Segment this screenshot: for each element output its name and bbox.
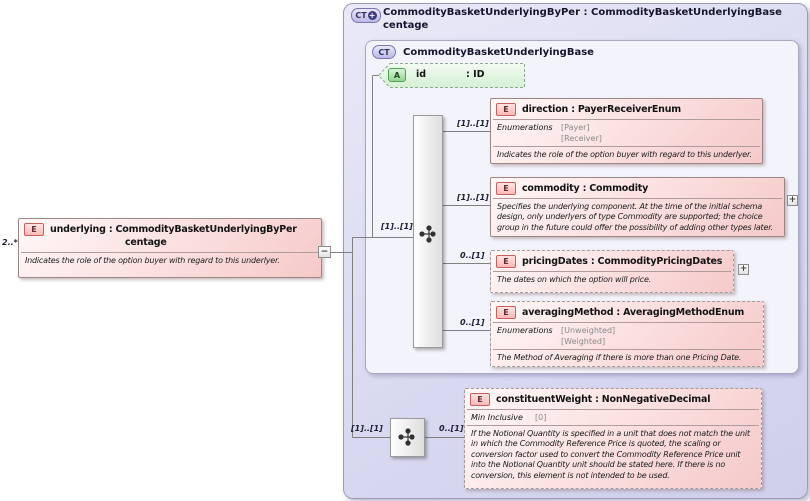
element-doc: Indicates the role of the option buyer w… [497, 150, 752, 159]
element-doc: If the Notional Quantity is specified in… [471, 429, 750, 480]
facet-values: [Payer] [Receiver] [561, 122, 602, 144]
element-title-line2: centage [125, 237, 167, 248]
element-direction-title: direction : PayerReceiverEnum [522, 104, 681, 115]
attribute-id-box[interactable]: A id : ID [378, 63, 525, 88]
sequence-indicator-base[interactable] [413, 115, 443, 348]
sequence-icon [419, 225, 436, 243]
outer-type-title-line2: centage [383, 20, 429, 31]
complextype-icon: CT [372, 45, 396, 59]
cardinality-pricingdates: 0..[1] [460, 251, 485, 260]
sequence-icon [398, 428, 415, 446]
facet-value: [Receiver] [561, 134, 602, 143]
cardinality-constituentweight: 0..[1] [439, 424, 464, 433]
separator [493, 271, 731, 272]
element-title-line1: underlying : CommodityBasketUnderlyingBy… [50, 224, 297, 235]
expand-button-commodity[interactable]: + [787, 195, 798, 206]
element-icon: E [496, 182, 516, 195]
element-doc: Indicates the role of the option buyer w… [25, 256, 280, 265]
expand-button-pricingdates[interactable]: + [738, 264, 749, 275]
separator [21, 252, 319, 253]
cardinality-base-sequence: [1]..[1] [381, 222, 413, 231]
facet-label: Min Inclusive [471, 413, 523, 422]
base-type-title: CommodityBasketUnderlyingBase [403, 47, 594, 58]
cardinality-underlying: 2..* [2, 238, 18, 247]
separator [467, 409, 759, 410]
attribute-icon: A [388, 68, 406, 82]
element-commodity-box[interactable]: E commodity : Commodity Specifies the un… [490, 177, 785, 238]
element-doc: The Method of Averaging if there is more… [497, 353, 742, 362]
separator [493, 322, 761, 323]
element-icon: E [24, 223, 44, 236]
collapse-button[interactable]: − [318, 246, 331, 258]
element-direction-box[interactable]: E direction : PayerReceiverEnum Enumerat… [490, 98, 763, 165]
outer-type-title: CommodityBasketUnderlyingByPer : Commodi… [383, 6, 782, 32]
element-doc: The dates on which the option will price… [497, 275, 652, 284]
separator [467, 425, 759, 426]
cardinality-ext-sequence: [1]..[1] [351, 424, 383, 433]
facet-label: Enumerations [497, 326, 553, 335]
cardinality-direction: [1]..[1] [457, 119, 489, 128]
outer-type-title-line1: CommodityBasketUnderlyingByPer : Commodi… [383, 7, 782, 18]
element-doc: Specifies the underlying component. At t… [497, 202, 773, 232]
facet-value: [0] [535, 413, 547, 422]
facet-value: [Weighted] [561, 337, 606, 346]
ct-label: CT [355, 11, 367, 20]
element-constituentweight-title: constituentWeight : NonNegativeDecimal [496, 394, 711, 405]
attribute-type: : ID [466, 69, 485, 80]
plus-dot-icon: + [367, 11, 377, 20]
complextype-plus-icon: CT+ [351, 8, 381, 23]
separator [493, 146, 760, 147]
element-averagingmethod-box[interactable]: E averagingMethod : AveragingMethodEnum … [490, 301, 764, 368]
facet-row: Enumerations [Payer] [Receiver] [491, 120, 762, 146]
element-commodity-title: commodity : Commodity [522, 183, 649, 194]
cardinality-commodity: [1]..[1] [457, 193, 489, 202]
separator [493, 198, 782, 199]
element-underlying-title: underlying : CommodityBasketUnderlyingBy… [50, 223, 297, 249]
cardinality-averagingmethod: 0..[1] [460, 318, 485, 327]
facet-row: Min Inclusive [0] [465, 410, 761, 425]
facet-values: [0] [535, 412, 546, 423]
facet-value: [Payer] [561, 123, 590, 132]
element-pricingdates-title: pricingDates : CommodityPricingDates [522, 256, 723, 267]
separator [493, 349, 761, 350]
element-icon: E [496, 306, 516, 319]
facet-label: Enumerations [497, 123, 553, 132]
separator [493, 119, 760, 120]
element-pricingdates-box[interactable]: E pricingDates : CommodityPricingDates T… [490, 250, 734, 293]
element-underlying-box[interactable]: E underlying : CommodityBasketUnderlying… [18, 218, 322, 278]
facet-row: Enumerations [Unweighted] [Weighted] [491, 323, 763, 349]
element-constituentweight-box[interactable]: E constituentWeight : NonNegativeDecimal… [464, 388, 762, 489]
element-icon: E [496, 255, 516, 268]
element-averagingmethod-title: averagingMethod : AveragingMethodEnum [522, 307, 745, 318]
attribute-box-outline [378, 63, 525, 88]
element-icon: E [496, 103, 516, 116]
facet-value: [Unweighted] [561, 326, 616, 335]
facet-values: [Unweighted] [Weighted] [561, 325, 615, 347]
attribute-name: id [416, 69, 427, 80]
element-icon: E [470, 393, 490, 406]
